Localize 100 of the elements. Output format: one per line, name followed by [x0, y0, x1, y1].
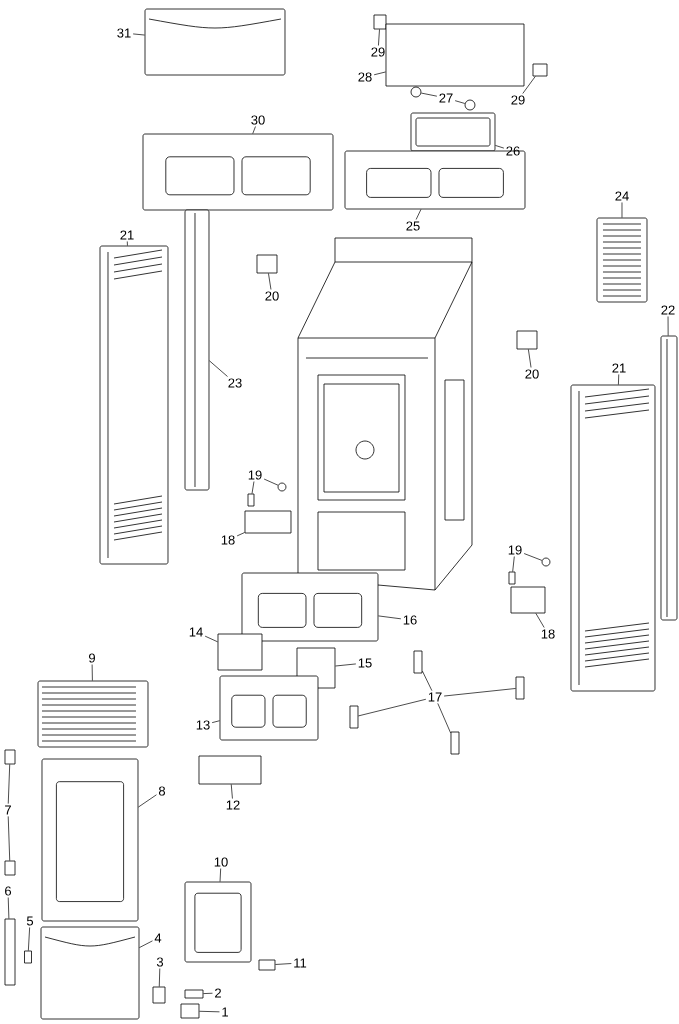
leader-line [335, 663, 357, 667]
callout-number: 2 [215, 988, 221, 998]
part-drawing [217, 633, 263, 671]
callout-number: 13 [196, 720, 210, 730]
leader-line [275, 963, 292, 965]
callout-number: 27 [439, 93, 453, 103]
leader-line [415, 209, 422, 220]
callout-number: 19 [508, 545, 522, 555]
part-drawing [241, 572, 379, 642]
callout-number: 19 [248, 470, 262, 480]
callout-number: 24 [615, 191, 629, 201]
part-drawing [464, 99, 476, 111]
leader-line [219, 868, 221, 882]
leader-line [236, 532, 245, 537]
leader-line [230, 784, 233, 799]
callout-number: 7 [5, 805, 11, 815]
leader-line [621, 202, 623, 218]
part-drawing [373, 14, 387, 30]
part-drawing [37, 680, 149, 748]
callout-number: 9 [89, 653, 95, 663]
leader-line [535, 613, 545, 628]
leader-line [7, 816, 11, 861]
callout-number: 6 [5, 886, 12, 896]
part-drawing [184, 989, 204, 999]
part-drawing [541, 557, 551, 567]
part-drawing [596, 217, 648, 303]
part-drawing [144, 8, 286, 76]
part-drawing [40, 926, 140, 1020]
callout-number: 29 [511, 95, 525, 105]
leader-line [211, 720, 220, 723]
callout-number: 25 [406, 221, 420, 231]
callout-number: 15 [358, 658, 372, 668]
leader-line [528, 349, 532, 368]
leader-line [263, 478, 279, 486]
leader-line [203, 992, 213, 994]
part-drawing [180, 1003, 200, 1019]
callout-number: 10 [214, 857, 228, 867]
part-drawing [410, 112, 496, 152]
callout-number: 17 [428, 692, 442, 702]
callout-number: 21 [120, 230, 134, 240]
leader-line [7, 897, 10, 919]
part-drawing [198, 755, 262, 785]
leader-line [204, 635, 218, 643]
leader-line [378, 615, 402, 620]
leader-line [28, 927, 30, 951]
leader-line [443, 688, 516, 697]
callout-number: 4 [154, 933, 162, 943]
part-drawing [515, 676, 525, 700]
part-drawing [413, 650, 423, 674]
part-drawing [508, 571, 516, 585]
part-drawing [660, 335, 678, 621]
leader-line [252, 126, 256, 134]
leader-line [422, 670, 433, 691]
part-drawing [410, 86, 422, 98]
callout-number: 16 [403, 615, 417, 625]
part-drawing [4, 860, 16, 876]
leader-line [7, 764, 11, 804]
leader-line [523, 553, 543, 561]
part-drawing [184, 209, 210, 491]
callout-number: 18 [541, 629, 555, 639]
leader-line [158, 968, 161, 987]
callout-number: 20 [265, 291, 279, 301]
callout-number: 1 [222, 1007, 228, 1017]
part-drawing [152, 986, 166, 1004]
callout-number: 14 [189, 627, 203, 637]
leader-line [199, 1010, 220, 1013]
leader-line [251, 481, 255, 494]
callout-number: 18 [221, 535, 235, 545]
part-drawing [570, 384, 656, 692]
leader-line [358, 698, 427, 717]
leader-line [512, 556, 515, 572]
leader-line [126, 241, 128, 246]
callout-number: 30 [251, 115, 265, 125]
leader-line [437, 703, 451, 734]
callout-number: 31 [117, 28, 131, 38]
leader-line [138, 794, 157, 808]
callout-number: 26 [506, 146, 520, 156]
part-drawing [99, 245, 169, 565]
part-drawing [184, 881, 252, 963]
callout-number: 23 [228, 378, 242, 388]
callout-number: 21 [612, 363, 626, 373]
part-drawing [532, 63, 548, 77]
part-drawing [256, 254, 278, 274]
part-drawing [349, 705, 359, 729]
callout-number: 22 [661, 305, 675, 315]
part-drawing [142, 133, 334, 211]
part-drawing [516, 330, 538, 350]
callout-number: 5 [26, 916, 34, 926]
part-drawing [258, 959, 276, 971]
part-drawing [247, 493, 255, 507]
leader-line [209, 360, 228, 377]
callout-number: 28 [358, 72, 372, 82]
callout-number: 3 [156, 957, 164, 967]
callout-number: 11 [294, 958, 307, 968]
callout-number: 8 [158, 786, 166, 796]
part-drawing [219, 675, 319, 741]
leader-line [495, 145, 505, 149]
leader-line [373, 71, 386, 76]
leader-line [420, 92, 438, 97]
leader-line [268, 273, 272, 290]
